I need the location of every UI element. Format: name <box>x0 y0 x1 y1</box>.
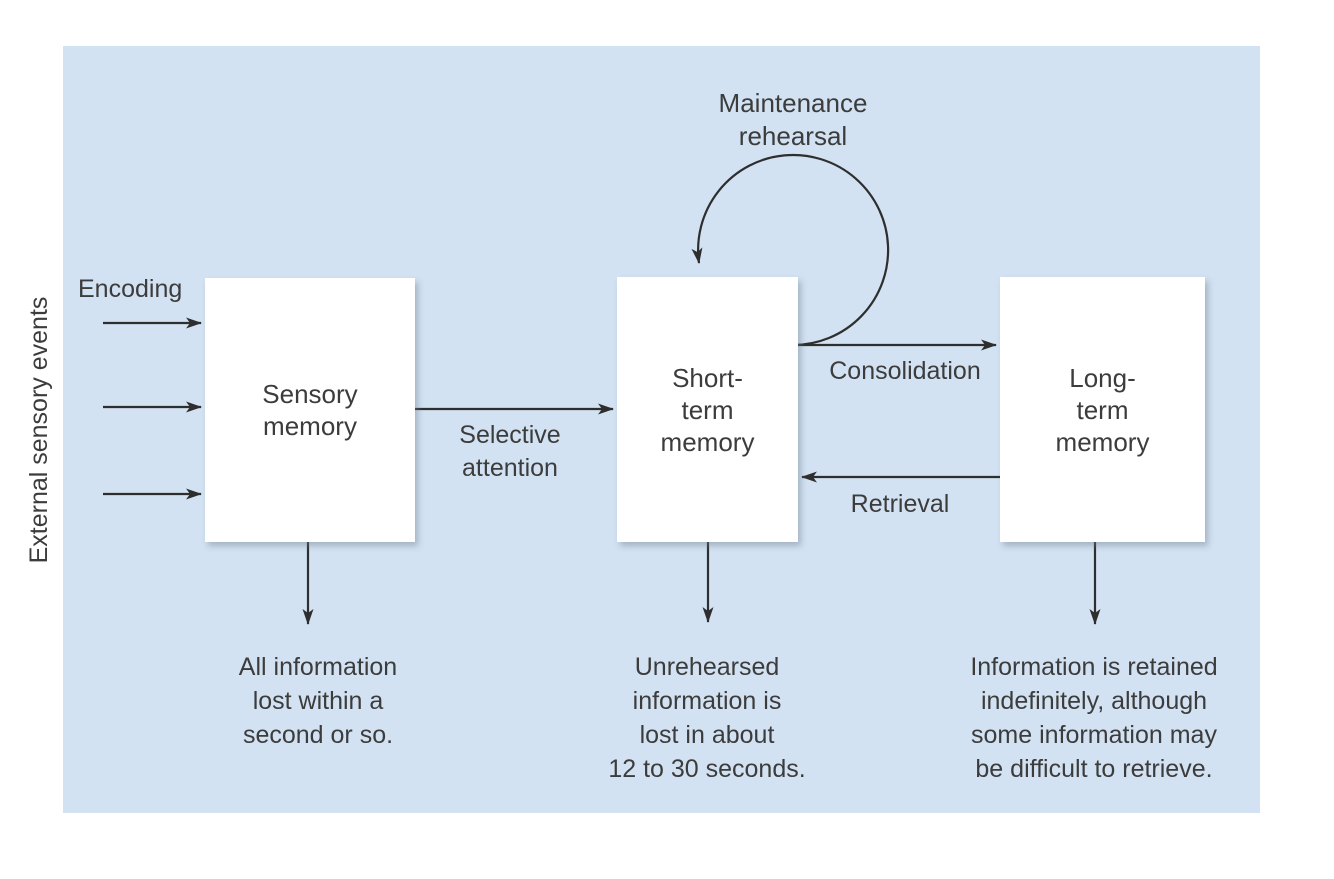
short-term-memory-box: Short- term memory <box>617 277 798 542</box>
sensory-memory-caption: All information lost within a second or … <box>238 653 398 749</box>
long-term-memory-label-line: Long- <box>1069 362 1136 393</box>
external-sensory-events-label: External sensory events <box>25 296 53 564</box>
consolidation-label: Consolidation <box>829 357 981 385</box>
sensory-memory-label-line: Sensory <box>262 379 358 409</box>
long-term-memory-box: Long- term memory <box>1000 277 1205 542</box>
long-term-memory-label-line: memory <box>1055 426 1150 457</box>
retrieval-label: Retrieval <box>850 490 950 518</box>
long-term-memory-label-line: term <box>1076 394 1129 425</box>
sensory-memory-label-line: memory <box>263 411 357 441</box>
short-term-memory-label-line: term <box>681 394 734 425</box>
selective-attention-label: Selective attention <box>459 421 561 482</box>
maintenance-rehearsal-label: Maintenance rehearsal <box>718 88 868 151</box>
sensory-memory-box: Sensory memory <box>205 278 415 542</box>
short-term-memory-caption: Unrehearsed information is lost in about… <box>608 653 806 783</box>
encoding-label: Encoding <box>78 275 183 303</box>
long-term-memory-caption: Information is retained indefinitely, al… <box>970 653 1218 783</box>
short-term-memory-label-line: memory <box>660 426 755 457</box>
short-term-memory-label-line: Short- <box>672 362 743 393</box>
